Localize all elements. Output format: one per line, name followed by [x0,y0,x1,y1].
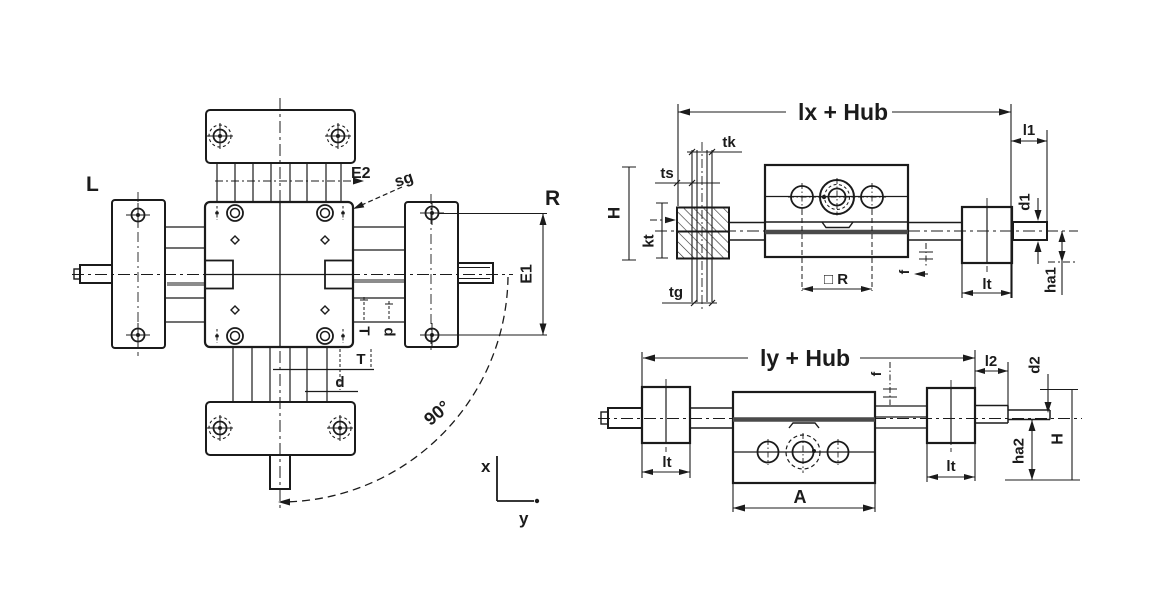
dim-h-top: H [605,166,636,261]
left-view: E2 sg E1 L R T d [72,98,560,528]
dim-e1: E1 [438,212,547,336]
bottom-right-view: ly + Hub lt [598,345,1082,512]
dim-ly-hub-label: ly + Hub [760,345,850,371]
axis-origin-dot [534,498,540,504]
carriage-holes [755,433,851,473]
dim-ha1: ha1 [1043,231,1076,295]
dim-ts-label: ts [660,165,673,182]
carriage-holes [788,178,886,216]
bearing-block-left [640,379,692,452]
dim-e2: E2 [215,165,371,185]
dim-h-bottom: H [1005,388,1080,481]
dim-ha2-label: ha2 [1011,438,1028,464]
carriage-bottom-view [731,390,877,485]
bearing-block-right [925,380,977,452]
stepped-shaft-right [975,404,1051,424]
screw-rod-right [908,221,962,241]
bolt-bottom-left [207,415,233,441]
dim-lt-bottom-right-label: lt [946,458,955,475]
dim-kt-label: kt [641,234,658,247]
dim-d1: d1 [1017,193,1042,264]
dim-e1-label: E1 [519,264,536,284]
lube-tab [788,422,820,429]
dim-e2-label: E2 [351,165,371,182]
dim-t-d-bottom: T d [273,349,374,393]
dim-d2: d2 [1027,356,1052,413]
shaft-end [1012,221,1048,241]
bolt-left-plate-bottom [126,323,150,347]
dim-tk-label: tk [722,134,736,151]
dim-lx-hub: lx + Hub [677,99,1012,298]
bolt-top-right [325,123,351,149]
dim-lt-bottom-left: lt [642,443,691,478]
center-lines [72,98,513,510]
dim-lx-hub-label: lx + Hub [798,99,888,125]
screw-rod-right [875,405,927,429]
label-left-side: L [86,173,99,196]
dim-f-top: f [896,243,933,277]
dim-square-r-label: □ R [824,271,848,288]
corner-marks [215,206,345,343]
dim-ha2: ha2 [1011,420,1036,480]
plate-bolts [126,123,444,441]
carriage-top-view [763,163,910,259]
dim-lt-top: lt [961,263,1013,298]
callout-sg: sg [353,169,416,209]
dim-ha1-label: ha1 [1043,267,1060,293]
dim-a: A [732,483,876,512]
dim-l1: l1 [1011,122,1048,240]
small-holes [230,235,330,315]
axis-y-label: y [519,509,529,528]
guide-rails [165,162,405,402]
lube-tab [821,221,854,229]
dim-tg: tg [662,284,717,307]
dim-lt-bottom-left-label: lt [662,454,671,471]
bearing-block-right [960,198,1014,272]
dim-f-bottom-label: f [868,371,884,376]
nut-block [676,142,730,312]
dim-l1-label: l1 [1023,122,1036,139]
dim-kt: kt [641,202,676,259]
callout-sg-label: sg [392,169,415,191]
dim-t-bottom-label: T [356,351,365,368]
dim-t-side-label: T [356,326,373,335]
dim-lt-bottom-right: lt [926,443,975,482]
dim-h-bottom-label: H [1050,433,1067,445]
coordinate-axes: x y [481,456,540,528]
center-table-block [203,200,355,349]
dim-l2-label: l2 [985,353,998,370]
corner-holes [226,204,334,345]
dim-lt-top-label: lt [982,276,991,293]
dim-a-label: A [794,487,807,507]
dim-ts: ts [655,165,720,187]
dim-f-top-label: f [896,269,912,274]
dim-f-bottom: f [868,362,897,405]
dim-d1-label: d1 [1017,193,1034,211]
label-right-side: R [545,187,560,210]
screw-rod-left [730,221,765,241]
screw-rod-left [690,407,733,429]
dim-tk: tk [687,134,742,156]
dim-h-top-label: H [605,207,624,219]
dim-tg-label: tg [669,284,683,301]
angle-label: 90° [420,397,454,430]
dim-d-side-label: d [381,327,398,336]
bolt-left-plate-top [126,203,150,227]
dim-d2-label: d2 [1027,356,1044,374]
dim-d-bottom-label: d [335,374,344,391]
dim-square-r: □ R [801,210,873,292]
dim-t-d-side: T d [356,297,398,337]
bolt-top-left [207,123,233,149]
dim-l2: l2 [975,353,1009,410]
bolt-bottom-right [327,415,353,441]
mounting-plates [111,109,459,456]
top-right-view: lx + Hub l1 tk ts tg H [605,99,1078,312]
axis-x-label: x [481,457,491,476]
